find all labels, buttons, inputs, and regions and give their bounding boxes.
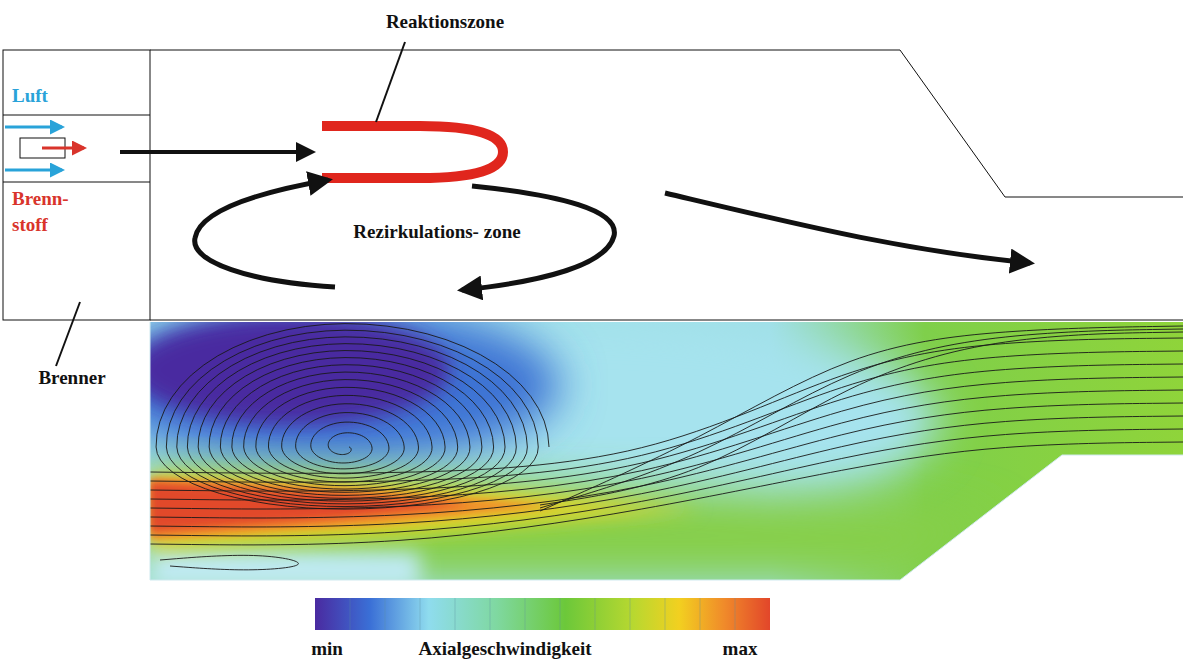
burner-schematic	[3, 50, 1183, 320]
colorbar-division	[525, 598, 526, 630]
inlet-label: Brenn- stoff	[12, 186, 78, 238]
colorbar-division	[700, 598, 701, 630]
outflow-arrow	[665, 193, 1030, 263]
velocity-field	[100, 305, 1183, 590]
streamline	[150, 351, 1183, 482]
colorbar-division	[350, 598, 351, 630]
zone-label: Reaktionszone	[345, 10, 545, 34]
colorbar-division	[420, 598, 421, 630]
scale-label: min	[297, 637, 357, 661]
colorbar-division	[385, 598, 386, 630]
streamline	[540, 329, 1183, 508]
streamline	[160, 555, 298, 570]
field-region	[150, 482, 470, 532]
colorbar-division	[595, 598, 596, 630]
burner-wall	[3, 115, 150, 116]
fuel-arrow	[42, 147, 84, 150]
recirculation-arrow	[195, 180, 335, 287]
streamline	[540, 326, 1183, 511]
air-arrow	[5, 169, 62, 172]
burner-wall	[3, 182, 150, 183]
field-region	[100, 305, 560, 465]
colorbar-ticks	[350, 598, 735, 630]
streamlines	[150, 324, 1183, 570]
colorbar-division	[455, 598, 456, 630]
colorbar-division	[490, 598, 491, 630]
streamline	[150, 442, 1183, 545]
leader-line	[56, 302, 80, 366]
streamline	[150, 390, 1183, 509]
streamline	[540, 332, 1183, 505]
symmetry-axis	[150, 320, 1183, 321]
combustor-wall	[150, 50, 1183, 197]
field-region	[150, 548, 420, 590]
air-arrow	[5, 126, 62, 129]
inlet-label: Luft	[12, 84, 72, 108]
burner-box	[3, 50, 150, 320]
colorbar	[315, 598, 770, 630]
part-label: Brenner	[12, 366, 132, 390]
colorbar-division	[665, 598, 666, 630]
domain-edge	[150, 322, 1183, 580]
leader-line	[376, 42, 405, 122]
scale-label: max	[710, 637, 770, 661]
zone-label: Rezirkulations- zone	[337, 212, 537, 252]
colorbar-division	[560, 598, 561, 630]
reaction-zone	[322, 126, 503, 178]
field-region	[130, 315, 450, 425]
flow-arrow	[120, 150, 312, 154]
streamline	[150, 364, 1183, 491]
colorbar-division	[735, 598, 736, 630]
colorbar-division	[630, 598, 631, 630]
streamline	[150, 429, 1183, 536]
scale-label: Axialgeschwindigkeit	[385, 637, 625, 661]
